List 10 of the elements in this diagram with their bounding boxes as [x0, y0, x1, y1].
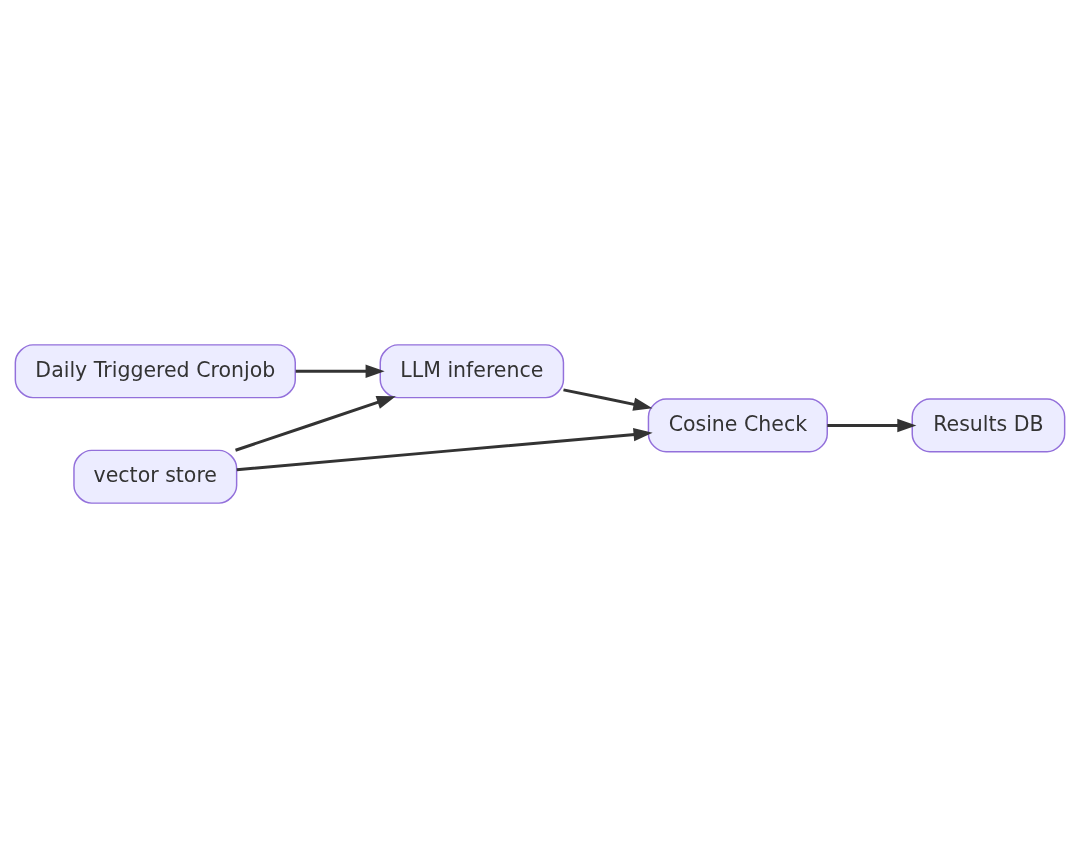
- arrow: [235, 396, 396, 452]
- arrow: [295, 364, 385, 378]
- node-box: LLM inference: [379, 344, 565, 399]
- node-box: Daily Triggered Cronjob: [14, 344, 296, 399]
- node-box: Cosine Check: [647, 398, 828, 453]
- arrow: [236, 427, 653, 472]
- node-box: Results DB: [911, 398, 1066, 453]
- arrow: [827, 418, 917, 433]
- arrow: [563, 388, 653, 411]
- node-box: vector store: [73, 449, 238, 504]
